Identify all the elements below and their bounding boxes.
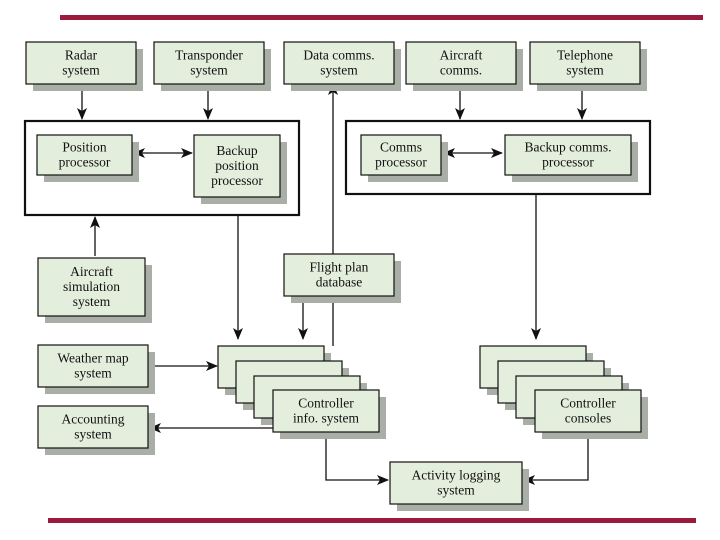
box-label-line: Comms [380,140,422,155]
box-label-line: Backup comms. [525,140,612,155]
box-label-line: Transponder [175,48,243,63]
box-label-line: Controller [560,396,616,411]
box-label-line: system [62,63,100,78]
box-label-line: simulation [63,279,120,294]
box-label-line: Telephone [557,48,613,63]
box-label-line: Aircraft [440,48,483,63]
box-frame [193,134,281,198]
bottom-rule [48,518,696,523]
box-label-line: Flight plan [310,260,369,275]
box-label-line: Weather map [57,351,129,366]
box-label-line: system [74,366,112,381]
box-frame [37,405,149,449]
box-label-line: Aircraft [70,264,113,279]
comms-processor-group-frame [344,119,652,196]
box-frame [25,41,137,85]
box-label-line: Activity logging [412,468,501,483]
box-frame [360,134,442,176]
box-frame [504,134,632,176]
box-frame [153,41,265,85]
box-label-line: position [215,158,259,173]
box-label-line: system [74,427,112,442]
connectors [77,83,589,485]
box-label-line: Data comms. [303,48,374,63]
box-frame [283,253,395,297]
box-label-line: Radar [65,48,98,63]
box-label-line: processor [211,173,263,188]
box-label-line: system [190,63,228,78]
data-comms-box: Data comms.system [283,41,401,91]
controller-info-to-logging-arrow [325,432,389,485]
box-frame [389,461,523,505]
box-label-line: system [320,63,358,78]
box-label-line: database [316,275,362,290]
box-label-line: Position [62,140,107,155]
top-rule [60,15,703,20]
box-label-line: Backup [216,143,257,158]
box-frame [36,134,133,176]
box-frame [37,344,149,388]
box-label-line: processor [542,155,594,170]
box-label-line: system [73,294,111,309]
box-label-line: comms. [440,63,482,78]
box-label-line: Controller [298,396,354,411]
position-processor-group-frame [23,119,301,217]
box-label-line: Accounting [62,412,125,427]
box-label-line: system [437,483,475,498]
box-frame [272,389,380,433]
box-frame [405,41,517,85]
box-label-line: consoles [565,411,612,426]
box-frame [534,389,642,433]
box-frame [283,41,395,85]
box-frame [529,41,641,85]
box-label-line: processor [375,155,427,170]
box-label-line: system [566,63,604,78]
consoles-to-logging-arrow [523,432,589,485]
box-label-line: info. system [293,411,359,426]
box-frame [37,257,146,317]
box-label-line: processor [59,155,111,170]
backup-comms-processor-box: Backup comms.processor [504,134,638,182]
